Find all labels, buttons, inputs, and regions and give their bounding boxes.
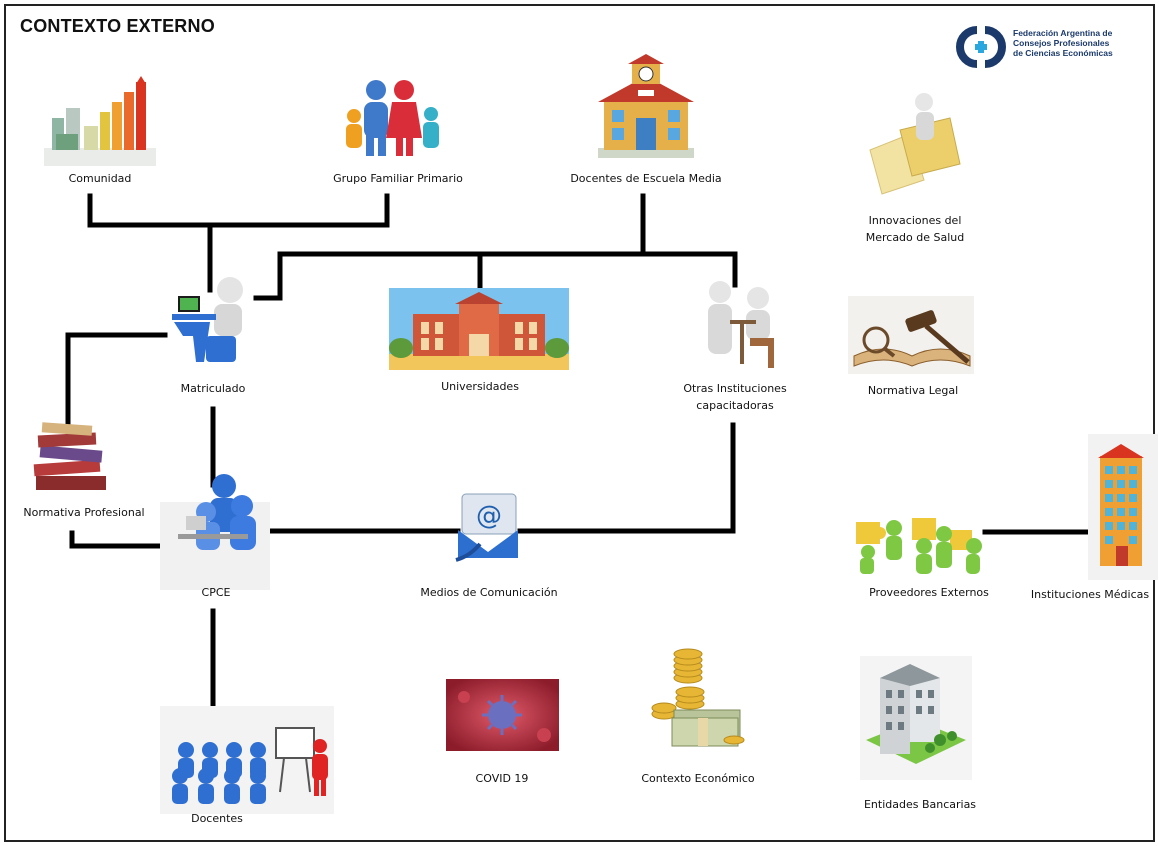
city-growth-icon (44, 76, 156, 166)
gavel-book-icon (848, 296, 974, 374)
node-docentes-escuela-label: Docentes de Escuela Media (570, 172, 722, 185)
puzzle-figure-icon (869, 93, 961, 195)
node-comunidad-label: Comunidad (68, 172, 132, 185)
node-cpce-label: CPCE (201, 586, 231, 599)
classroom-teacher-icon (160, 706, 334, 814)
school-building-icon (598, 54, 694, 158)
node-docentes-label: Docentes (191, 812, 243, 825)
node-instituciones-medicas-label: Instituciones Médicas (1030, 588, 1150, 601)
svg-text:@: @ (476, 501, 502, 531)
diagram-title: CONTEXTO EXTERNO (20, 16, 215, 36)
email-envelope-icon: @ (455, 493, 518, 562)
hospital-building-icon (1088, 434, 1158, 580)
node-proveedores-externos-label: Proveedores Externos (869, 586, 989, 599)
node-normativa-legal-label: Normativa Legal (867, 384, 959, 397)
node-covid-label: COVID 19 (475, 772, 529, 785)
puzzle-team-icon (856, 518, 982, 574)
node-matriculado-label: Matriculado (180, 382, 246, 395)
fed-logo-icon (956, 26, 1006, 68)
node-grupo-familiar-label: Grupo Familiar Primario (333, 172, 463, 185)
node-innovaciones-label: Innovaciones del Mercado de Salud (865, 214, 965, 244)
meeting-people-icon (708, 281, 774, 368)
node-universidades-label: Universidades (441, 380, 519, 393)
person-laptop-icon (172, 277, 243, 362)
bank-building-icon (860, 656, 972, 780)
team-meeting-icon (160, 474, 270, 590)
node-normativa-profesional-label: Normativa Profesional (23, 506, 145, 519)
book-stack-icon (33, 422, 106, 490)
logo-text: Federación Argentina de Consejos Profesi… (1013, 28, 1113, 58)
node-contexto-economico-label: Contexto Económico (641, 772, 755, 785)
node-medios-comunicacion-label: Medios de Comunicación (420, 586, 558, 599)
connector-comunidad-familia (87, 193, 390, 228)
connector-medios-otras (517, 422, 736, 534)
virus-icon (446, 679, 559, 751)
family-icon (346, 80, 439, 156)
node-otras-instituciones-label: Otras Instituciones capacitadoras (683, 382, 787, 412)
diagram-frame (4, 4, 1155, 842)
connector-matriculado-normativa (65, 332, 168, 428)
node-entidades-bancarias-label: Entidades Bancarias (863, 798, 977, 811)
university-building-icon (389, 288, 569, 370)
money-coins-icon (651, 648, 745, 747)
connector-normativa-cpce (69, 530, 178, 549)
connector-bus (253, 251, 738, 301)
